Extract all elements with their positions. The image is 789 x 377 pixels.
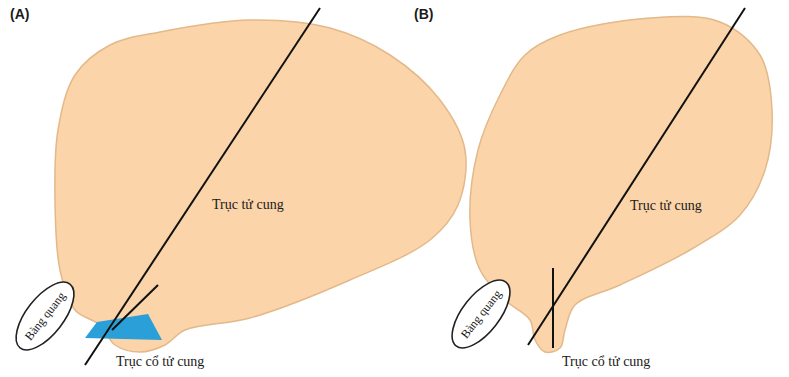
cervix-axis [112,285,158,330]
uterus-body [55,20,466,352]
axis-label: Trục cổ tử cung [116,354,204,370]
bladder-shape [441,271,520,358]
uterus-shape: Trục tử cung [465,5,785,370]
axis-label: Trục cổ tử cung [562,354,650,370]
panel-letter: (B) [414,6,433,22]
cervix-axis [552,268,554,348]
uterus-shape: Trục tử cung [50,5,480,370]
axis-label: Trục tử cung [630,198,702,214]
cervix-marker [85,314,162,340]
uterus-outline [50,5,480,370]
axis-label: Trục tử cung [212,197,284,213]
panel-letter: (A) [10,6,29,22]
uterus-axis [528,8,745,345]
uterus-body [470,17,772,353]
uterus-outline [465,5,785,370]
uterus-axis [85,8,320,365]
bladder-shape [5,273,84,360]
